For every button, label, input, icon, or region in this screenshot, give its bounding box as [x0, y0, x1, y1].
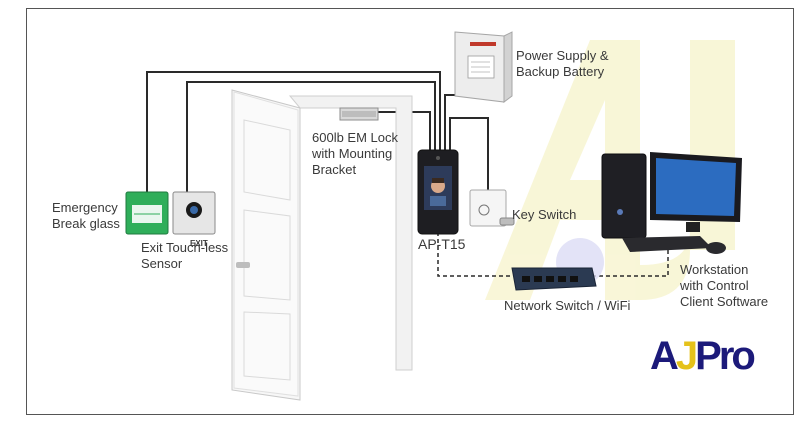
door-handle-icon: [236, 262, 250, 268]
em-lock: [339, 107, 379, 121]
workstation: [601, 152, 742, 254]
emergency-break-glass: [125, 191, 169, 235]
wiring: [146, 71, 489, 192]
exit-sensor: [172, 191, 216, 235]
exit-button-text: EXIT: [190, 239, 208, 248]
power-supply-label: Power Supply & Backup Battery: [516, 48, 609, 79]
network-switch-label: Network Switch / WiFi: [504, 298, 631, 313]
door: [231, 89, 301, 401]
network-cables: [437, 232, 669, 277]
workstation-label: Workstation with Control Client Software: [680, 262, 769, 309]
terminal-label: AP-T15: [418, 236, 466, 252]
emergency-label: Emergency Break glass: [52, 200, 120, 231]
logo-part-a: A: [650, 334, 679, 378]
exit-sensor-label: Exit Touch-less Sensor: [141, 240, 229, 271]
em-lock-label: 600lb EM Lock with Mounting Bracket: [312, 130, 398, 177]
key-switch: [469, 189, 515, 227]
network-switch: [511, 238, 604, 291]
ajpro-logo: AJPro: [650, 334, 756, 379]
power-supply-box: [454, 31, 513, 103]
logo-part-pro: Pro: [695, 334, 756, 378]
terminal-device: [417, 149, 459, 235]
logo-part-j: J: [675, 334, 698, 378]
key-switch-label: Key Switch: [512, 207, 577, 222]
